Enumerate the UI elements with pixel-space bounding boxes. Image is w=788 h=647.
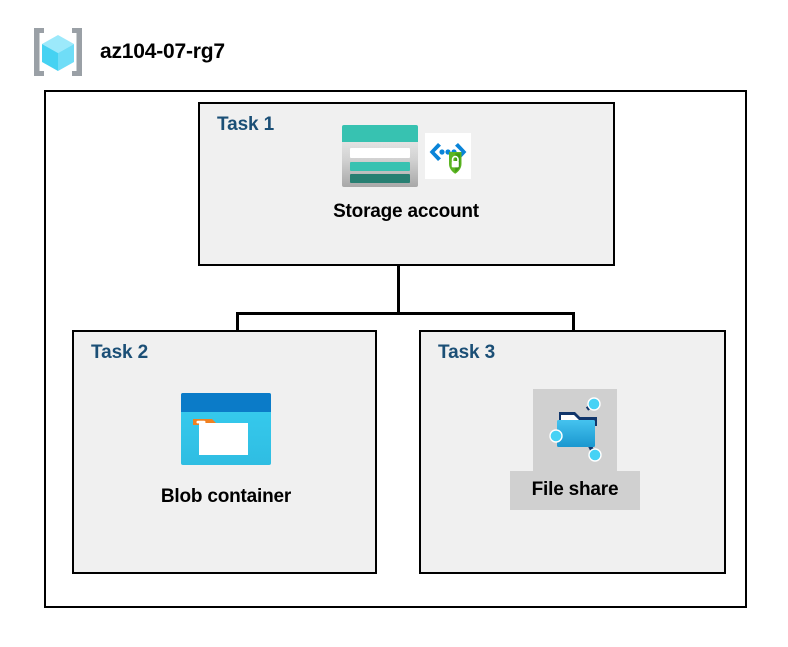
file-share-icon-backdrop xyxy=(533,389,617,471)
connector-horizontal-bus xyxy=(236,312,575,315)
storage-account-icon-row xyxy=(341,120,471,192)
blob-container-node: Blob container xyxy=(126,392,326,508)
secure-transfer-shield-icon xyxy=(425,133,471,179)
storage-account-icon xyxy=(341,124,419,188)
task-1-box: Task 1 xyxy=(198,102,615,266)
task-2-box: Task 2 xyxy=(72,330,377,574)
task-3-label: Task 3 xyxy=(438,342,496,363)
task-3-box: Task 3 xyxy=(419,330,726,574)
blob-container-icon xyxy=(180,392,272,466)
storage-account-caption: Storage account xyxy=(333,201,479,222)
resource-group-cube-icon xyxy=(30,26,86,78)
file-share-caption: File share xyxy=(509,471,641,510)
resource-group-name: az104-07-rg7 xyxy=(100,40,225,63)
task-1-label: Task 1 xyxy=(217,114,275,135)
file-share-node: File share xyxy=(509,389,641,510)
storage-account-node: Storage account xyxy=(296,120,516,223)
connector-task1-trunk xyxy=(397,266,400,315)
resource-group-header: az104-07-rg7 xyxy=(30,26,225,78)
blob-container-caption: Blob container xyxy=(160,486,292,507)
task-2-label: Task 2 xyxy=(91,342,149,363)
file-share-icon xyxy=(537,392,613,468)
